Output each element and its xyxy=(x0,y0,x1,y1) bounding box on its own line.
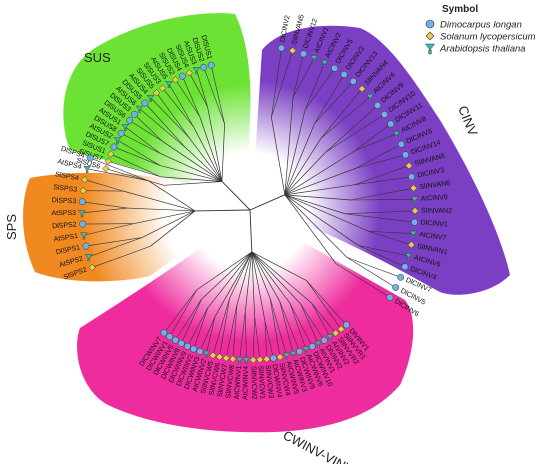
circle-icon xyxy=(161,330,167,336)
leaf-label: SlINVAN2 xyxy=(421,208,452,215)
circle-icon xyxy=(408,174,414,180)
group-label-sus: SUS xyxy=(84,50,111,65)
legend-title: Symbol xyxy=(442,4,478,15)
circle-icon xyxy=(79,221,85,227)
circle-icon xyxy=(111,144,117,150)
circle-icon xyxy=(343,322,349,328)
circle-icon xyxy=(79,199,85,205)
legend-label-solanum: Solanum lycopersicum xyxy=(440,32,536,43)
circle-icon xyxy=(197,348,203,354)
legend-label-dimocarpus: Dimocarpus longan xyxy=(440,20,522,31)
circle-icon xyxy=(270,355,276,361)
circle-icon xyxy=(411,219,417,225)
legend: Symbol Dimocarpus longan Solanum lycoper… xyxy=(426,4,536,55)
circle-icon xyxy=(374,102,380,108)
circle-icon xyxy=(118,130,124,136)
circle-icon xyxy=(184,343,190,349)
circle-icon xyxy=(402,152,408,158)
circle-icon xyxy=(398,141,404,147)
circle-icon xyxy=(208,62,214,68)
leaf-label: SlINVCW2 xyxy=(249,366,257,400)
diamond-icon xyxy=(103,165,110,172)
circle-icon xyxy=(83,243,89,249)
circle-icon xyxy=(388,121,394,127)
circle-icon xyxy=(131,111,137,117)
circle-icon xyxy=(87,155,93,161)
circle-icon xyxy=(166,333,172,339)
circle-icon xyxy=(381,111,387,117)
circle-icon xyxy=(397,274,403,280)
group-label-cinv: CINV xyxy=(455,104,481,139)
circle-icon xyxy=(296,348,302,354)
legend-label-arabidopsis: Arabidopsis thaliana xyxy=(439,44,526,55)
circle-icon xyxy=(142,100,148,106)
circle-icon xyxy=(172,337,178,343)
circle-icon xyxy=(126,117,132,123)
circle-icon xyxy=(321,337,327,343)
circle-icon xyxy=(309,343,315,349)
diamond-icon xyxy=(426,32,434,40)
triangle-icon xyxy=(426,44,435,54)
circle-icon xyxy=(179,73,185,79)
circle-icon xyxy=(392,284,398,290)
circle-icon xyxy=(300,51,306,57)
leaf-label: AtCWINV4 xyxy=(242,366,250,400)
circle-icon xyxy=(178,340,184,346)
leaf-label: AtSPS3 xyxy=(51,210,76,217)
leaf-label: DlSPS3 xyxy=(52,197,77,205)
circle-icon xyxy=(331,65,337,71)
circle-icon xyxy=(350,78,356,84)
circle-icon xyxy=(190,346,196,352)
circle-icon xyxy=(402,264,408,270)
circle-icon xyxy=(426,20,434,28)
circle-icon xyxy=(278,45,284,51)
group-label-cwinv-vinv: CWINV-VINV xyxy=(281,427,357,464)
circle-icon xyxy=(201,64,207,70)
group-label-sps: SPS xyxy=(4,214,19,240)
circle-icon xyxy=(387,294,393,300)
circle-icon xyxy=(341,71,347,77)
